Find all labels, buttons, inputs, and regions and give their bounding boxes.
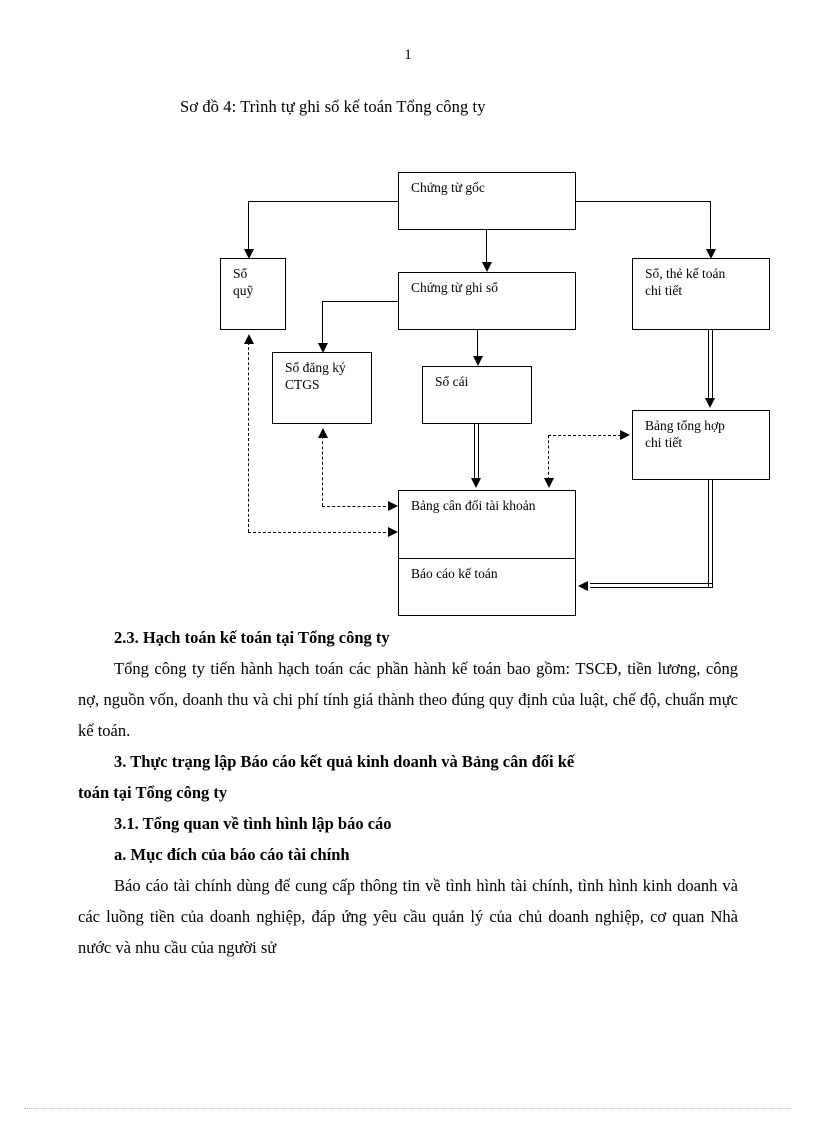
node-bang-can-doi-tai-khoan: Bảng cân đối tài khoản bbox=[398, 490, 576, 560]
node-so-quy-line1: Sổ bbox=[233, 266, 248, 281]
node-so-cai-label: Sổ cái bbox=[435, 374, 469, 389]
arrowhead-left-bao-cao bbox=[578, 580, 588, 591]
heading-a: a. Mục đích của báo cáo tài chính bbox=[114, 845, 350, 864]
heading-2-3: 2.3. Hạch toán kế toán tại Tổng công ty bbox=[114, 628, 390, 647]
node-bang-tong-hop-chi-tiet: Bảng tổng hợp chi tiết bbox=[632, 410, 770, 480]
connector-ctghiso-to-socai bbox=[477, 330, 479, 360]
footer-divider bbox=[24, 1108, 792, 1109]
node-bao-cao-ke-toan-label: Báo cáo kế toán bbox=[411, 566, 498, 581]
heading-3-line2: toán tại Tổng công ty bbox=[78, 783, 228, 802]
node-chung-tu-goc: Chứng từ gốc bbox=[398, 172, 576, 230]
node-so-dang-ky-ctgs-line2: CTGS bbox=[285, 377, 320, 392]
arrowhead-right-bang-tong-hop bbox=[620, 429, 630, 440]
arrowhead-down-so-dang-ky bbox=[317, 343, 328, 353]
node-so-quy: Sổ quỹ bbox=[220, 258, 286, 330]
heading-3-1: 3.1. Tổng quan về tình hình lập báo cáo bbox=[114, 814, 392, 833]
flowchart-diagram: Chứng từ gốc Sổ quỹ Chứng từ ghi sổ Sổ, … bbox=[200, 160, 800, 620]
arrowhead-right-bang-can-doi-upper bbox=[388, 500, 398, 511]
arrowhead-down-bang-can-doi bbox=[471, 478, 481, 488]
node-bang-can-doi-tai-khoan-label: Bảng cân đối tài khoản bbox=[411, 498, 536, 513]
node-so-the-ke-toan-chi-tiet-line1: Sổ, thẻ kế toán bbox=[645, 266, 726, 281]
heading-3-line1: 3. Thực trạng lập Báo cáo kết quả kinh d… bbox=[114, 752, 575, 771]
node-chung-tu-ghi-so: Chứng từ ghi sổ bbox=[398, 272, 576, 330]
arrowhead-down-bang-tong-hop bbox=[705, 398, 715, 408]
page-number: 1 bbox=[404, 47, 412, 63]
dashed-connector-to-bangtonghop-horizontal bbox=[548, 435, 621, 436]
dashed-connector-left-vertical-to-soquy bbox=[248, 342, 249, 532]
arrowhead-down-so-quy bbox=[243, 249, 254, 259]
arrowhead-down-bang-can-doi-dashed bbox=[543, 478, 554, 488]
connector-goc-to-soquy-horizontal bbox=[248, 201, 399, 203]
body-text: 2.3. Hạch toán kế toán tại Tổng công ty … bbox=[78, 622, 738, 963]
node-chung-tu-ghi-so-label: Chứng từ ghi sổ bbox=[411, 280, 499, 295]
figure-title: Sơ đồ 4: Trình tự ghi sổ kế toán Tổng cô… bbox=[180, 97, 486, 116]
dashed-connector-sodangky-horizontal bbox=[322, 506, 391, 507]
node-so-the-ke-toan-chi-tiet: Sổ, thẻ kế toán chi tiết bbox=[632, 258, 770, 330]
double-connector-bangtonghop-down bbox=[708, 480, 713, 588]
node-bang-tong-hop-chi-tiet-line2: chi tiết bbox=[645, 435, 683, 450]
arrowhead-up-so-dang-ky bbox=[317, 428, 328, 438]
connector-ctghiso-to-sodangky-horizontal bbox=[322, 301, 399, 303]
arrowhead-down-so-the-ke-toan bbox=[705, 249, 716, 259]
paragraph-2: Báo cáo tài chính dùng để cung cấp thông… bbox=[78, 876, 738, 957]
arrowhead-right-bang-can-doi-lower bbox=[388, 526, 398, 537]
double-connector-socai-to-bangcandoi bbox=[474, 424, 479, 482]
node-bao-cao-ke-toan: Báo cáo kế toán bbox=[398, 558, 576, 616]
dashed-connector-bangcandoi-vertical bbox=[548, 435, 549, 480]
arrowhead-down-so-cai bbox=[472, 356, 483, 366]
arrowhead-up-so-quy bbox=[243, 334, 254, 344]
arrowhead-down-chung-tu-ghi-so bbox=[481, 262, 492, 272]
node-so-cai: Sổ cái bbox=[422, 366, 532, 424]
connector-goc-to-soquy-vertical bbox=[248, 201, 250, 251]
dashed-connector-sodangky-vertical bbox=[322, 436, 323, 506]
connector-goc-to-sothe-vertical bbox=[710, 201, 712, 251]
connector-goc-to-ctghiso bbox=[486, 230, 488, 265]
node-so-dang-ky-ctgs-line1: Sổ đăng ký bbox=[285, 360, 346, 375]
paragraph-1: Tổng công ty tiến hành hạch toán các phầ… bbox=[78, 659, 738, 740]
node-so-dang-ky-ctgs: Sổ đăng ký CTGS bbox=[272, 352, 372, 424]
node-bang-tong-hop-chi-tiet-line1: Bảng tổng hợp bbox=[645, 418, 725, 433]
node-chung-tu-goc-label: Chứng từ gốc bbox=[411, 180, 485, 195]
node-so-the-ke-toan-chi-tiet-line2: chi tiết bbox=[645, 283, 683, 298]
node-so-quy-line2: quỹ bbox=[233, 283, 254, 298]
double-connector-sothe-to-bangtonghop bbox=[708, 330, 713, 402]
connector-ctghiso-to-sodangky-vertical bbox=[322, 301, 324, 345]
connector-goc-to-sothe-horizontal bbox=[576, 201, 711, 203]
double-connector-bangtonghop-to-baocao-horizontal bbox=[590, 583, 713, 588]
dashed-connector-bottom-horizontal bbox=[248, 532, 391, 533]
